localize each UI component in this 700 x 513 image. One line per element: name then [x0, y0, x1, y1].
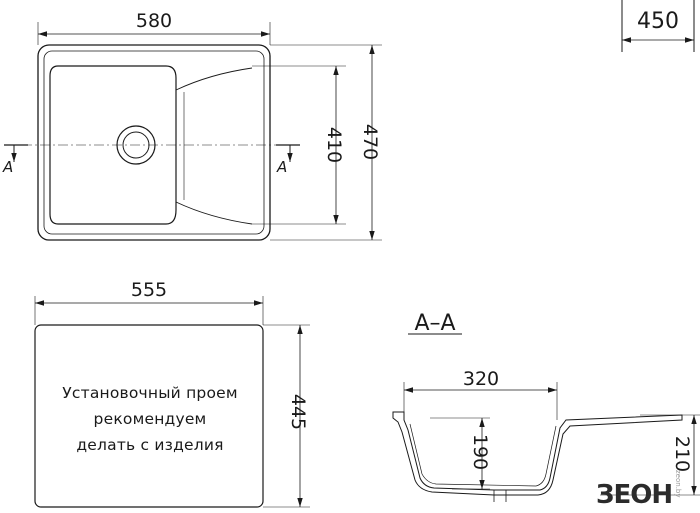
section-mark-right: A [276, 158, 287, 176]
depth-dimension [621, 0, 695, 52]
brand-logo-sub: zeon.by [674, 470, 682, 498]
dim-450-label: 450 [637, 9, 679, 34]
top-view [4, 22, 382, 241]
section-view [392, 333, 700, 502]
section-profile-outer [392, 411, 683, 496]
cutout-view [34, 296, 310, 508]
cutout-outline [34, 324, 264, 508]
section-title: A–A [414, 311, 455, 336]
brand-watermark: ЗЕОН zeon.by [596, 470, 682, 510]
sink-bowl-outline [49, 65, 177, 225]
dim-580-label: 580 [136, 10, 172, 32]
dim-470-label: 470 [359, 124, 381, 160]
cutout-note-line-1: Установочный проем [62, 384, 238, 402]
sink-drainboard-outline-lower [175, 201, 253, 225]
sink-outer-outline [37, 44, 271, 241]
cutout-note-line-3: делать с изделия [76, 436, 223, 454]
dim-320-label: 320 [463, 368, 499, 390]
brand-logo: ЗЕОН [596, 480, 672, 510]
dim-190-label: 190 [469, 434, 491, 470]
section-mark-left: A [2, 158, 13, 176]
sink-drainboard-outline [175, 67, 253, 91]
sink-rim-outline [43, 50, 265, 235]
cutout-note-line-2: рекомендуем [94, 410, 207, 428]
dim-445-label: 445 [287, 394, 309, 430]
section-profile-inner [409, 423, 557, 487]
dim-555-label: 555 [131, 279, 167, 301]
dim-210-label: 210 [671, 436, 693, 472]
dim-410-label: 410 [323, 127, 345, 163]
